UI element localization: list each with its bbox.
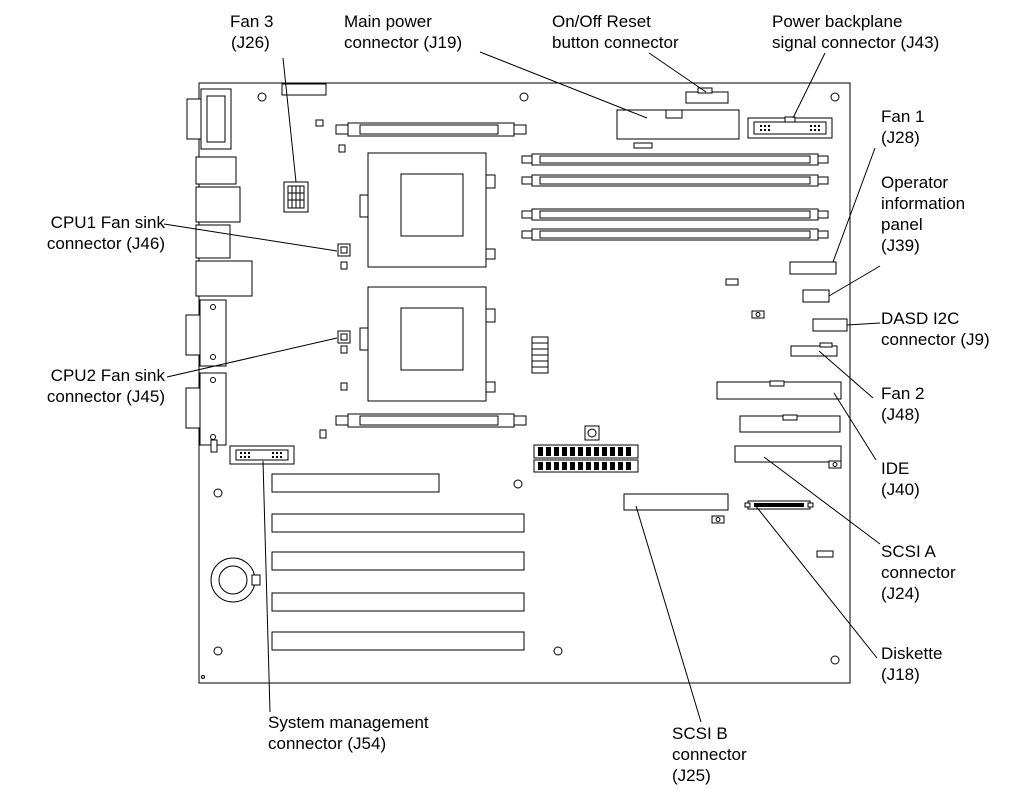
dimm-slots <box>521 153 829 241</box>
diskette-label: Diskette (J18) <box>881 644 942 684</box>
battery <box>210 557 261 603</box>
svg-text:connector (J45): connector (J45) <box>47 387 165 406</box>
pci-slot-3 <box>271 551 525 571</box>
cpu2-socket <box>359 286 496 402</box>
svg-text:panel: panel <box>881 215 923 234</box>
pci-slot-5 <box>271 631 525 651</box>
svg-text:(J26): (J26) <box>231 33 270 52</box>
cpu1-fan-label: CPU1 Fan sink connector (J46) <box>47 213 166 253</box>
svg-text:(J28): (J28) <box>881 128 920 147</box>
crystal <box>584 425 600 441</box>
svg-text:signal connector (J43): signal connector (J43) <box>772 33 939 52</box>
top-edge-connector <box>281 83 327 96</box>
scsi-a-connector <box>734 445 842 469</box>
dimm-slot-3 <box>521 208 829 221</box>
pci-slot-4 <box>271 592 525 612</box>
svg-text:connector (J46): connector (J46) <box>47 234 165 253</box>
svg-text:(J25): (J25) <box>672 766 711 785</box>
scsi-b-connector <box>623 493 729 524</box>
svg-text:SCSI A: SCSI A <box>881 542 936 561</box>
small-component-3 <box>816 550 834 558</box>
small-component-2 <box>751 310 765 319</box>
operator-panel-label: Operator information panel (J39) <box>881 173 965 255</box>
scsi-b-label: SCSI B connector (J25) <box>672 724 747 785</box>
scsi-connector-upper <box>739 414 841 433</box>
vrm-slot-top <box>315 119 527 153</box>
svg-text:CPU1 Fan sink: CPU1 Fan sink <box>51 213 166 232</box>
diskette-connector <box>744 500 814 510</box>
cpu1-fan-connector <box>337 243 351 270</box>
dimm-slot-4 <box>521 228 829 241</box>
onoff-reset-connector <box>685 87 729 104</box>
leader-lines <box>163 51 881 723</box>
rear-io-ports <box>185 88 253 453</box>
svg-text:(J40): (J40) <box>881 480 920 499</box>
svg-text:DASD I2C: DASD I2C <box>881 309 959 328</box>
power-backplane-label: Power backplane signal connector (J43) <box>772 12 939 52</box>
ide-connector <box>716 380 842 400</box>
svg-text:(J48): (J48) <box>881 405 920 424</box>
svg-text:connector (J54): connector (J54) <box>268 734 386 753</box>
dasd-i2c-connector <box>812 318 848 332</box>
svg-text:Fan 2: Fan 2 <box>881 384 924 403</box>
svg-text:System management: System management <box>268 713 429 732</box>
svg-text:information: information <box>881 194 965 213</box>
system-management-connector <box>229 445 295 465</box>
ide-label: IDE (J40) <box>881 459 920 499</box>
fan3-label: Fan 3 (J26) <box>230 12 273 52</box>
system-management-label: System management connector (J54) <box>268 713 429 753</box>
svg-text:(J39): (J39) <box>881 236 920 255</box>
fan2-label: Fan 2 (J48) <box>881 384 924 424</box>
svg-text:SCSI B: SCSI B <box>672 724 728 743</box>
fan3-connector <box>283 181 309 213</box>
cpu2-fan-label: CPU2 Fan sink connector (J45) <box>47 366 166 406</box>
onoff-reset-label: On/Off Reset button connector <box>552 12 679 52</box>
main-power-connector <box>616 109 740 149</box>
dimm-slot-2 <box>521 174 829 187</box>
dasd-i2c-label: DASD I2C connector (J9) <box>881 309 990 349</box>
small-component <box>725 278 739 286</box>
svg-text:connector: connector <box>672 745 747 764</box>
svg-text:Main power: Main power <box>344 12 432 31</box>
pci-slot-1 <box>271 473 440 493</box>
pci-slot-2 <box>271 513 525 533</box>
svg-text:CPU2 Fan sink: CPU2 Fan sink <box>51 366 166 385</box>
svg-text:(J18): (J18) <box>881 665 920 684</box>
cpu1-socket <box>359 152 496 268</box>
svg-text:connector: connector <box>881 563 956 582</box>
svg-text:connector (J9): connector (J9) <box>881 330 990 349</box>
svg-text:(J24): (J24) <box>881 584 920 603</box>
fan1-label: Fan 1 (J28) <box>881 107 924 147</box>
fan2-connector <box>790 342 838 357</box>
pci-slots <box>271 473 525 651</box>
svg-text:Operator: Operator <box>881 173 948 192</box>
operator-panel-connector <box>802 289 830 303</box>
mounting-holes <box>201 92 840 679</box>
dimm-slot-1 <box>521 153 829 166</box>
power-backplane-connector <box>747 116 833 139</box>
svg-text:button connector: button connector <box>552 33 679 52</box>
jumper-block <box>531 336 549 374</box>
chip-row <box>533 444 639 473</box>
svg-text:Diskette: Diskette <box>881 644 942 663</box>
cpu2-fan-connector <box>337 330 351 391</box>
svg-text:Power backplane: Power backplane <box>772 12 902 31</box>
svg-text:Fan 1: Fan 1 <box>881 107 924 126</box>
fan1-connector <box>789 261 837 275</box>
svg-text:IDE: IDE <box>881 459 909 478</box>
vrm-slot-bottom <box>319 413 527 439</box>
main-power-label: Main power connector (J19) <box>344 12 462 52</box>
svg-text:connector (J19): connector (J19) <box>344 33 462 52</box>
svg-text:Fan 3: Fan 3 <box>230 12 273 31</box>
scsi-a-label: SCSI A connector (J24) <box>881 542 956 603</box>
svg-text:On/Off Reset: On/Off Reset <box>552 12 651 31</box>
